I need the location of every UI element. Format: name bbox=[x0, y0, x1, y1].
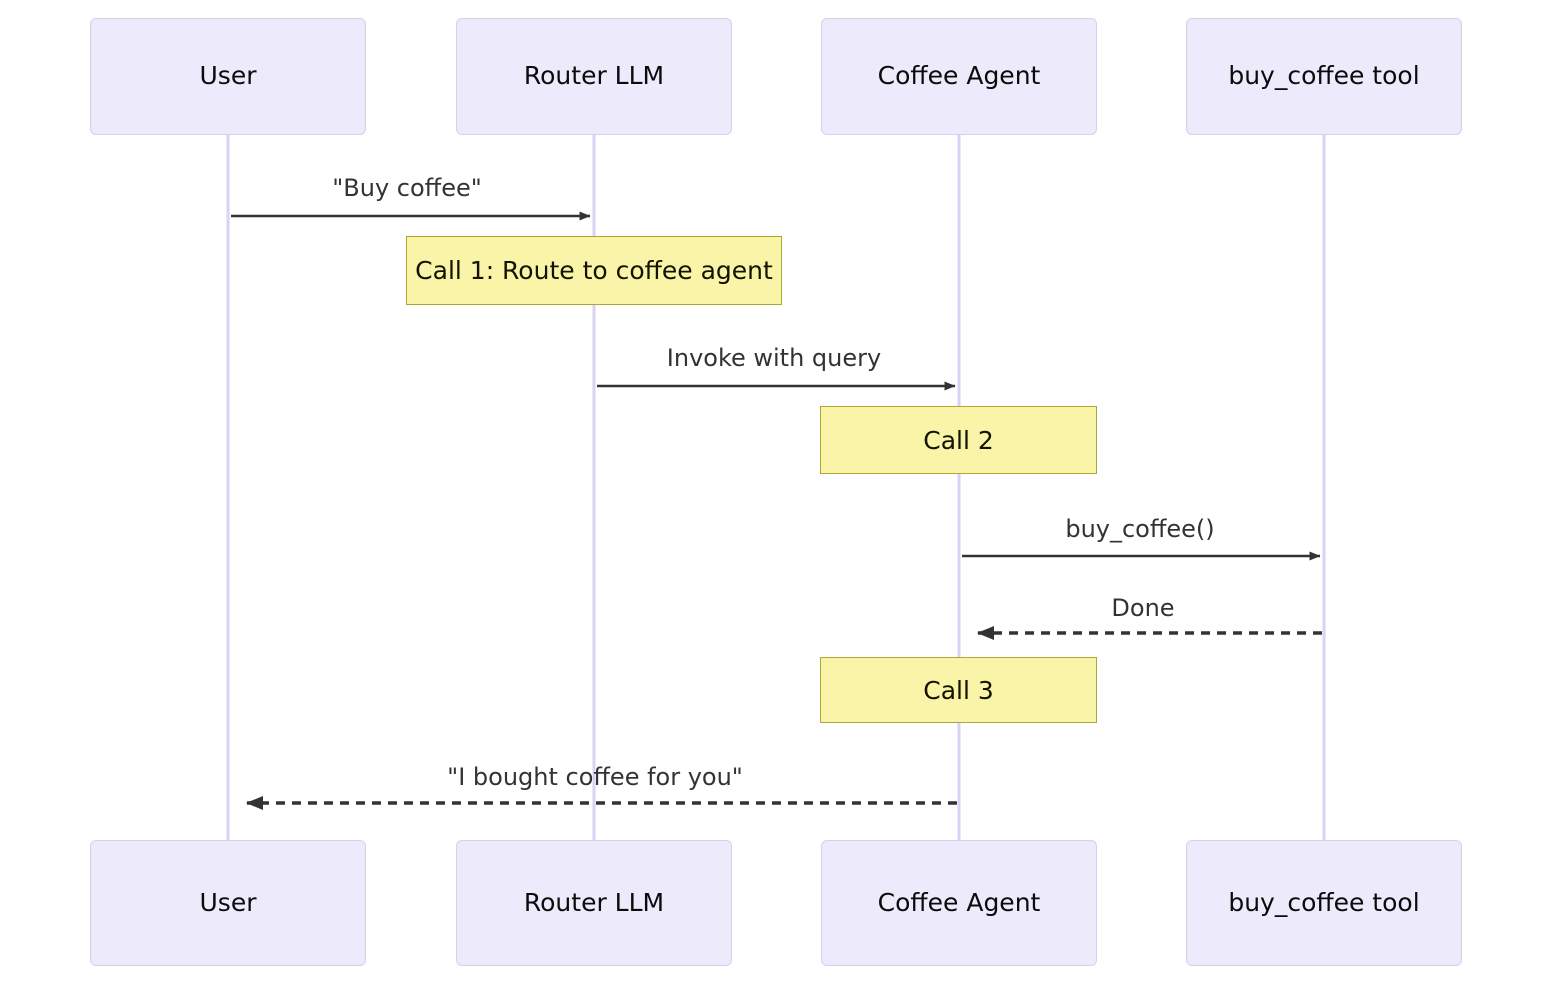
participant-label-router-llm-bottom: Router LLM bbox=[523, 887, 665, 917]
participant-box-buy-coffee-tool-top[interactable]: buy_coffee tool bbox=[1186, 18, 1462, 135]
note-call-1-label: Call 1: Route to coffee agent bbox=[415, 256, 773, 285]
participant-label-user-bottom: User bbox=[199, 887, 257, 917]
message-label-invoke-with-query: Invoke with query bbox=[666, 344, 882, 372]
participant-label-coffee-agent-top: Coffee Agent bbox=[877, 61, 1041, 91]
participant-box-router-llm-top[interactable]: Router LLM bbox=[456, 18, 732, 135]
message-label-buy-coffee-call: buy_coffee() bbox=[1065, 515, 1215, 543]
note-call-3-label: Call 3 bbox=[923, 675, 994, 705]
participant-box-coffee-agent-top[interactable]: Coffee Agent bbox=[821, 18, 1097, 135]
participant-box-user-top[interactable]: User bbox=[90, 18, 366, 135]
participant-label-router-llm-top: Router LLM bbox=[523, 61, 665, 91]
note-call-2[interactable]: Call 2 bbox=[820, 406, 1097, 474]
message-label-bought-coffee: "I bought coffee for you" bbox=[447, 763, 743, 791]
message-label-done: Done bbox=[1111, 594, 1175, 622]
note-call-1[interactable]: Call 1: Route to coffee agent bbox=[406, 236, 782, 305]
participant-box-router-llm-bottom[interactable]: Router LLM bbox=[456, 840, 732, 966]
participant-label-user-top: User bbox=[199, 61, 257, 91]
participant-box-buy-coffee-tool-bottom[interactable]: buy_coffee tool bbox=[1186, 840, 1462, 966]
participant-box-user-bottom[interactable]: User bbox=[90, 840, 366, 966]
participant-label-buy-coffee-tool-top: buy_coffee tool bbox=[1228, 61, 1420, 91]
note-call-3[interactable]: Call 3 bbox=[820, 657, 1097, 723]
participant-label-coffee-agent-bottom: Coffee Agent bbox=[877, 887, 1041, 917]
note-call-2-label: Call 2 bbox=[923, 425, 994, 455]
message-label-buy-coffee: "Buy coffee" bbox=[332, 174, 482, 202]
participant-label-buy-coffee-tool-bottom: buy_coffee tool bbox=[1228, 887, 1420, 917]
message-arrows bbox=[231, 211, 1322, 810]
participant-box-coffee-agent-bottom[interactable]: Coffee Agent bbox=[821, 840, 1097, 966]
